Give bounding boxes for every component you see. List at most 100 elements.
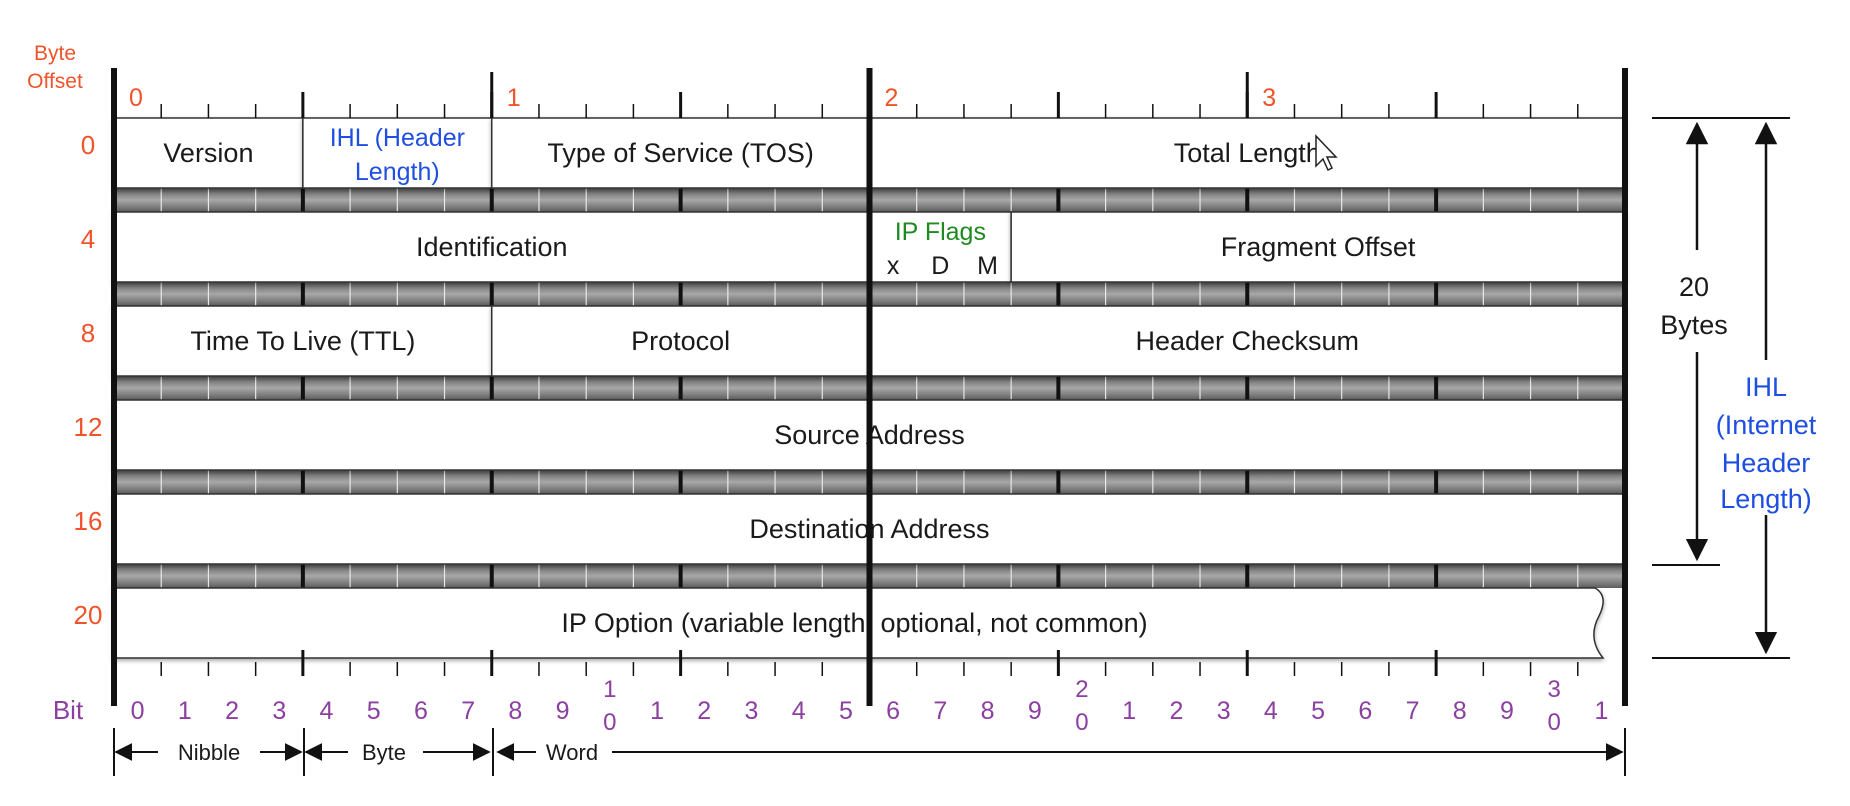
- byte-offsets: 0 4 8 12 16 20: [74, 130, 103, 630]
- bit-label: 0: [1547, 709, 1560, 736]
- byte-label: Byte: [362, 740, 406, 765]
- bit-label: 3: [1217, 697, 1231, 725]
- bit-label: 0: [603, 709, 616, 736]
- bit-label: 8: [508, 697, 522, 725]
- ip-flag-bit: D: [931, 252, 949, 280]
- header-field: Fragment Offset: [1010, 211, 1626, 283]
- field-label: Length): [355, 158, 440, 186]
- bit-title: Bit: [53, 695, 84, 725]
- bit-label: 1: [178, 697, 192, 725]
- bit-label: 4: [320, 697, 334, 725]
- ihl-internet-line4: Length): [1720, 484, 1812, 514]
- field-label: IP Option (variable length, optional, no…: [561, 608, 1147, 638]
- ip-flag-bit: x: [887, 252, 900, 280]
- bit-label: 1: [603, 676, 616, 703]
- bit-label: 0: [131, 697, 145, 725]
- field-box: [868, 117, 1626, 189]
- bit-label: 4: [1264, 697, 1278, 725]
- bit-label: 7: [1406, 697, 1420, 725]
- byte-offset: 8: [81, 318, 95, 348]
- ip-flags-label: IP Flags: [895, 218, 986, 246]
- nibble-label: Nibble: [178, 740, 240, 765]
- header-field: Identification: [113, 211, 871, 283]
- field-label: Header Checksum: [1135, 326, 1359, 356]
- ip-flag-bit: M: [977, 252, 998, 280]
- bit-label: 6: [1358, 697, 1372, 725]
- header-field: Protocol: [491, 305, 871, 377]
- field-box: [1010, 211, 1626, 283]
- bit-label: 5: [367, 697, 381, 725]
- byte-offset: 20: [74, 600, 103, 630]
- bit-label: 5: [839, 697, 853, 725]
- bit-label: 7: [933, 697, 947, 725]
- field-label: IHL (Header: [330, 124, 465, 152]
- byte-marker: 2: [885, 84, 899, 112]
- field-label: Fragment Offset: [1221, 232, 1416, 262]
- byte-offset: 16: [74, 506, 103, 536]
- field-box: [113, 587, 1605, 659]
- byte-offset: 12: [74, 412, 103, 442]
- ihl-internet-line3: Header: [1722, 448, 1811, 478]
- bit-label: 1: [650, 697, 664, 725]
- header-field: Time To Live (TTL): [113, 305, 493, 377]
- bit-label: 3: [272, 697, 286, 725]
- byte-marker: 0: [129, 84, 143, 112]
- word-span: Word: [496, 740, 1624, 765]
- field-box: [491, 117, 871, 189]
- field-label: Type of Service (TOS): [547, 138, 814, 168]
- twenty-bytes-number: 20: [1679, 272, 1709, 302]
- ihl-internet-line2: (Internet: [1716, 410, 1817, 440]
- header-field: Total Length: [868, 117, 1626, 189]
- bit-label: 7: [461, 697, 475, 725]
- field-box: [868, 305, 1626, 377]
- bit-label: 5: [1311, 697, 1325, 725]
- ihl-internet-line1: IHL: [1745, 372, 1787, 402]
- word-label: Word: [546, 740, 598, 765]
- field-label: Total Length: [1174, 138, 1321, 168]
- header-field: Type of Service (TOS): [491, 117, 871, 189]
- bit-label: 1: [1122, 697, 1136, 725]
- byte-offset: 0: [81, 130, 95, 160]
- bit-label: 2: [225, 697, 239, 725]
- byte-offset-title-line2: Offset: [27, 70, 83, 93]
- header-field: Header Checksum: [868, 305, 1626, 377]
- byte-marker: 3: [1262, 84, 1276, 112]
- header-field: IP Option (variable length, optional, no…: [113, 587, 1605, 659]
- ihl-bracket: IHL (Internet Header Length): [1652, 121, 1817, 659]
- twenty-bytes-unit: Bytes: [1660, 310, 1728, 340]
- byte-span: Byte: [304, 740, 491, 765]
- byte-offset: 4: [81, 224, 95, 254]
- bit-label: 4: [792, 697, 806, 725]
- field-label: Identification: [416, 232, 568, 262]
- field-box: [491, 305, 871, 377]
- field-box: [113, 117, 304, 189]
- byte-offset-title-line1: Byte: [34, 42, 76, 65]
- field-box: [302, 117, 493, 189]
- bit-label: 2: [1075, 676, 1088, 703]
- bit-label: 1: [1594, 697, 1608, 725]
- bit-label: 9: [556, 697, 570, 725]
- byte-marker: 1: [507, 84, 521, 112]
- twenty-bytes-bracket: 20 Bytes: [1652, 117, 1790, 566]
- bit-label: 6: [414, 697, 428, 725]
- bit-label: 8: [1453, 697, 1467, 725]
- nibble-span: Nibble: [114, 740, 303, 765]
- bit-label: 2: [697, 697, 711, 725]
- header-field: Version: [113, 117, 304, 189]
- field-label: Version: [163, 138, 253, 168]
- bit-label: 2: [1169, 697, 1183, 725]
- field-label: Time To Live (TTL): [190, 326, 415, 356]
- bit-label: 3: [745, 697, 759, 725]
- field-label: Protocol: [631, 326, 730, 356]
- bit-label: 9: [1500, 697, 1514, 725]
- bit-label: 8: [981, 697, 995, 725]
- bit-label: 9: [1028, 697, 1042, 725]
- mouse-cursor-icon: [1315, 134, 1338, 172]
- bit-label: 3: [1547, 676, 1560, 703]
- bit-label: 6: [886, 697, 900, 725]
- bit-label: 0: [1075, 709, 1088, 736]
